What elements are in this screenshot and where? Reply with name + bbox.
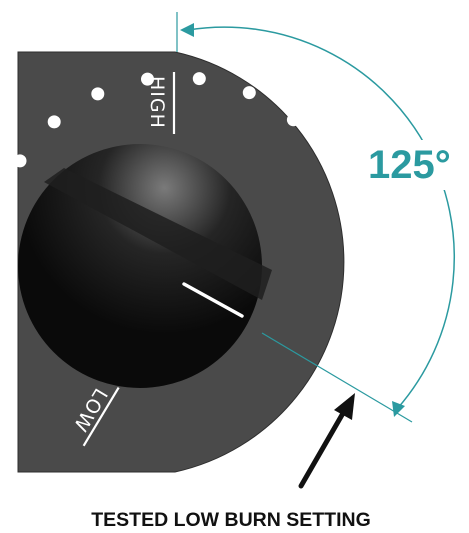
arc-arrowhead-top xyxy=(180,23,194,37)
setting-dot xyxy=(0,201,5,215)
setting-dot xyxy=(192,72,206,86)
angle-measurement: 125° xyxy=(176,12,464,423)
angle-label-background xyxy=(362,140,464,190)
setting-dots xyxy=(0,72,358,215)
setting-dot xyxy=(242,86,256,100)
angle-label: 125° xyxy=(368,143,451,187)
control-knob xyxy=(18,144,272,388)
setting-dot xyxy=(321,151,335,165)
setting-dot xyxy=(141,72,154,86)
callout-arrowhead xyxy=(334,393,355,420)
arc-arrowhead-bottom xyxy=(392,401,405,417)
setting-dot xyxy=(344,198,358,212)
setting-dot xyxy=(286,113,300,127)
setting-dot xyxy=(91,87,105,101)
high-label: HIGH xyxy=(146,76,168,129)
setting-dot xyxy=(13,154,27,168)
callout-arrow xyxy=(298,393,355,489)
knob-body xyxy=(18,144,262,388)
setting-caption: TESTED LOW BURN SETTING xyxy=(91,509,371,531)
high-marker: HIGH xyxy=(146,72,176,134)
reference-line-low xyxy=(261,332,413,423)
knob-grip xyxy=(44,168,272,300)
setting-dot xyxy=(47,115,61,129)
knob-pointer xyxy=(182,282,244,318)
